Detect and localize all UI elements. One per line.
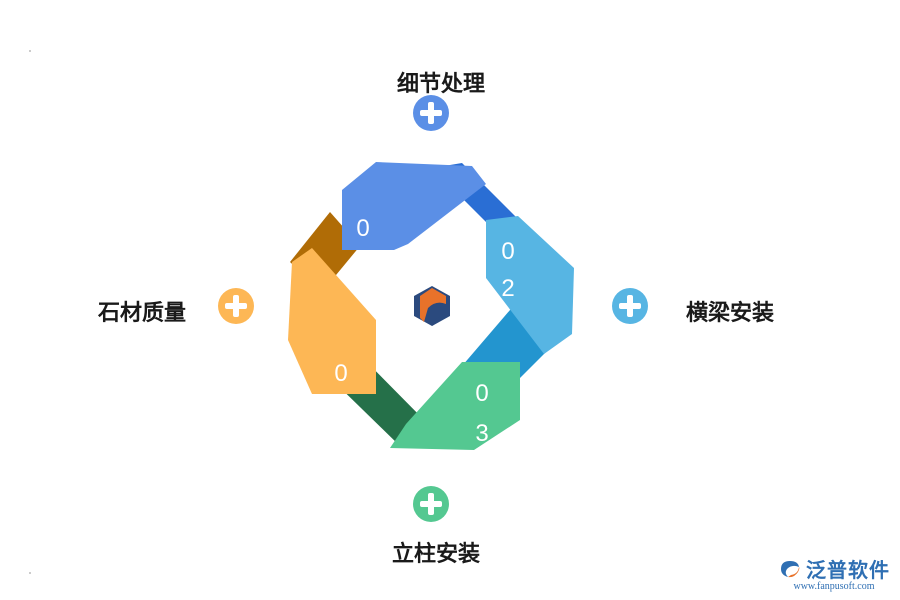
step-number-left-2: 4 <box>334 397 347 424</box>
corner-mark <box>29 572 31 574</box>
brand-watermark: 泛普软件 www.fanpusoft.com <box>778 554 890 592</box>
arrow-top <box>342 162 486 250</box>
step-number-right-1: 0 <box>501 238 514 265</box>
plus-circle-icon-bottom[interactable] <box>413 486 449 522</box>
step-number-right-2: 2 <box>501 275 514 302</box>
fanpu-logo-icon <box>781 560 800 577</box>
plus-circle-icon-top[interactable] <box>413 95 449 131</box>
label-right: 横梁安装 <box>686 301 775 326</box>
arrow-bottom <box>390 362 520 450</box>
arrow-left <box>288 248 376 394</box>
hexagon-logo-icon <box>414 286 450 326</box>
step-number-top-2: 1 <box>356 253 369 280</box>
label-bottom: 立柱安装 <box>392 542 481 567</box>
step-number-bottom-2: 3 <box>475 420 488 447</box>
step-number-left-1: 0 <box>334 360 347 387</box>
step-number-bottom-1: 0 <box>475 380 488 407</box>
arrow-right <box>486 216 574 354</box>
plus-circle-icon-right[interactable] <box>612 288 648 324</box>
plus-circle-icon-left[interactable] <box>218 288 254 324</box>
brand-url: www.fanpusoft.com <box>793 581 875 592</box>
label-top: 细节处理 <box>397 72 486 97</box>
corner-mark <box>29 50 31 52</box>
label-left: 石材质量 <box>98 301 187 326</box>
brand-name: 泛普软件 <box>806 558 890 582</box>
step-number-top-1: 0 <box>356 215 369 242</box>
